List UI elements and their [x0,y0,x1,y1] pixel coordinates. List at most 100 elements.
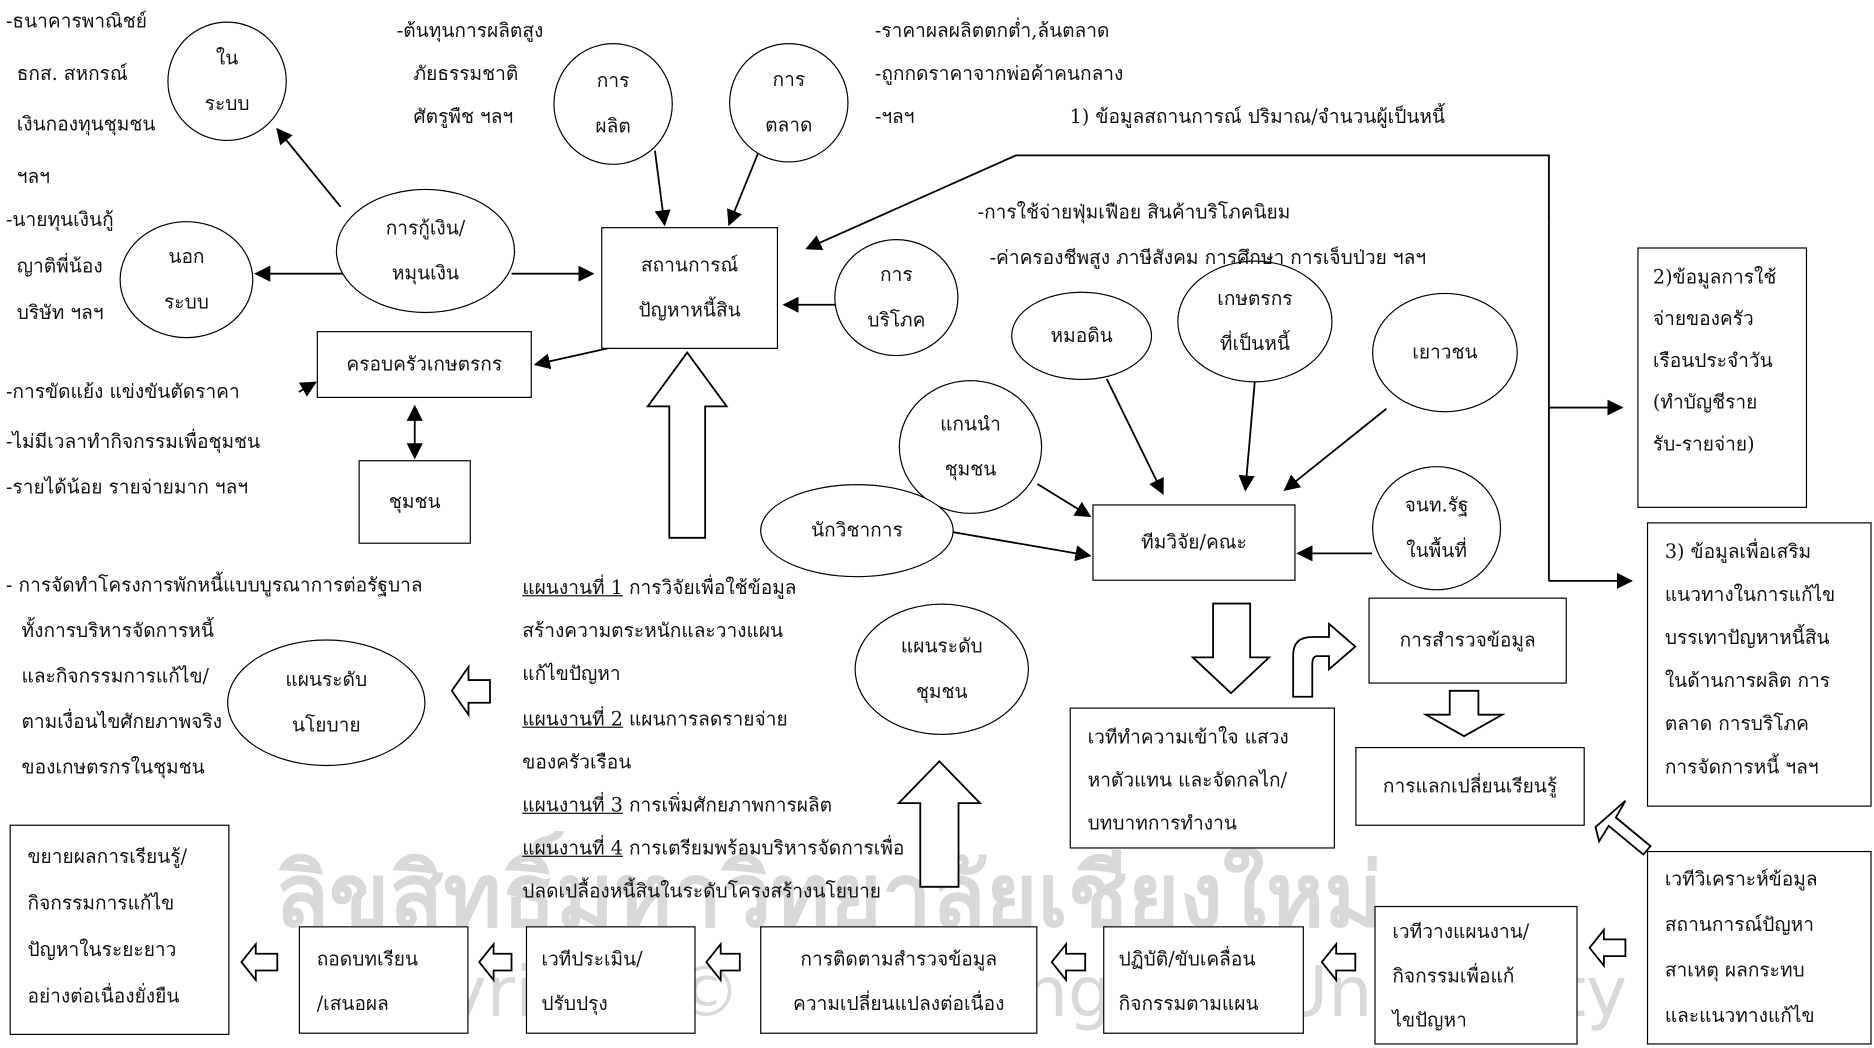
node-state-officer: จนท.รัฐ ในพื้นที่ [1372,466,1502,591]
workplan-2-text: แผนการลดรายจ่าย [622,707,788,731]
policy-note-1: - การจัดทำโครงการพักหนี้แบบบูรณาการต่อรั… [5,573,423,597]
node-community-leader: แกนนำ ชุมชน [898,380,1043,514]
node-marketing: การ ตลาด [729,43,849,163]
box-info2: 2)ข้อมูลการใช้ จ่ายของครัว เรือนประจำวัน… [1637,247,1808,508]
box-forum-understanding: เวทีทำความเข้าใจ แสวง หาตัวแทน และจัดกลไ… [1069,707,1335,849]
market-note-2: -ถูกกดราคาจากพ่อค้าคนกลาง [874,62,1124,85]
box-exchange: การแลกเปลี่ยนเรียนรู้ [1355,746,1585,826]
policy-note-3: และกิจกรรมการแก้ไข/ [21,664,209,688]
family-note-3: -รายได้น้อย รายจ่ายมาก ฯลฯ [5,475,249,499]
info3-line: ในด้านการผลิต การ [1664,669,1831,692]
arrow-academic-to-team [944,529,1092,562]
hollow-arrow-monitoring-left [705,941,741,983]
consumption-note-2: -ค่าครองชีพสูง ภาษีสังคม การศึกษา การเจ็… [989,246,1427,269]
arrow-borrow-to-in-system [276,127,342,208]
hollow-arrow-lessons-left [240,941,279,983]
workplan-4-label: แผนงานที่ 4 [522,836,623,860]
info3-line: 3) ข้อมูลเพื่อเสริม [1664,540,1812,563]
info2-line: (ทำบัญชีราย [1652,390,1758,414]
note-baac: ธกส. สหกรณ์ [16,62,128,85]
forum-analysis-line: และแนวทางแก้ไข [1664,1003,1815,1027]
arrow-production-to-problem [654,150,671,227]
node-out-system: นอก ระบบ [119,221,254,339]
info3-line: แนวทางในการแก้ไข [1664,583,1836,606]
info3-line: การจัดการหนี้ ฯลฯ [1664,755,1819,779]
node-soil-doctor: หมอดิน [1011,291,1153,381]
forum-understanding-line: เวทีทำความเข้าใจ แสวง [1087,725,1289,749]
hollow-arrow-to-community-plan [896,760,983,888]
box-forum-analysis: เวทีวิเคราะห์ข้อมูล สถานการณ์ปัญหา สาเหต… [1646,850,1872,1045]
implement-line: ปฏิบัติ/ขับเคลื่อน [1118,947,1256,971]
arrow-debtor-to-team [1238,379,1256,492]
policy-note-4: ตามเงื่อนไขศักยภาพจริง [21,709,223,733]
workplan-4: แผนงานที่ 4 การเตรียมพร้อมบริหารจัดการเพ… [522,827,904,869]
box-implement: ปฏิบัติ/ขับเคลื่อน กิจกรรมตามแผน [1103,926,1304,1034]
forum-analysis-line: เวทีวิเคราะห์ข้อมูล [1664,867,1818,891]
box-expand: ขยายผลการเรียนรู้/ กิจกรรมการแก้ไข ปัญหา… [9,824,230,1036]
market-note-3: -ฯลฯ [874,105,915,128]
note-fund: เงินกองทุนชุมชน [16,112,156,136]
forum-analysis-line: สาเหตุ ผลกระทบ [1664,958,1805,982]
node-in-system: ใน ระบบ [167,21,287,142]
arrow-family-notes [298,381,317,397]
note-company: บริษัท ฯลฯ [16,301,104,324]
implement-line: กิจกรรมตามแผน [1118,991,1259,1015]
workplan-1-text: การวิจัยเพื่อใช้ข้อมูล [622,576,797,599]
forum-understanding-line: บทบาทการทำงาน [1087,811,1237,835]
workplan-4-cont: ปลดเปลื้องหนี้สินในระดับโครงสร้างนโยบาย [522,879,882,903]
box-forum-planning: เวทีวางแผนงาน/ กิจกรรมเพื่อแก้ ไขปัญหา [1374,905,1578,1045]
box-monitoring: การติดตามสำรวจข้อมูล ความเปลี่ยนแปลงต่อเ… [760,926,1038,1034]
workplan-4-text: การเตรียมพร้อมบริหารจัดการเพื่อ [622,836,905,860]
note-lender: -นายทุนเงินกู้ [5,207,114,231]
expand-line: อย่างต่อเนื่องยั่งยืน [27,984,180,1008]
production-note-2: ภัยธรรมชาติ [413,62,519,85]
monitoring-line: ความเปลี่ยนแปลงต่อเนื่อง [793,991,1005,1015]
box-info3: 3) ข้อมูลเพื่อเสริม แนวทางในการแก้ไข บรร… [1646,522,1872,807]
arrow-soil-to-team [1105,378,1164,496]
market-note-1: -ราคาผลผลิตตกต่ำ,ล้นตลาด [874,19,1110,42]
node-youth: เยาวชน [1372,292,1518,413]
info2-line: รับ-รายจ่าย) [1652,432,1755,456]
arrow-leader-to-team [1036,483,1092,518]
forum-understanding-line: หาตัวแทน และจัดกลไก/ [1087,768,1288,792]
monitoring-line: การติดตามสำรวจข้อมูล [800,947,998,971]
workplan-1-cont: สร้างความตระหนักและวางแผน [522,619,784,642]
policy-note-5: ของเกษตรกรในชุมชน [21,755,205,779]
note-bank: -ธนาคารพาณิชย์ [5,9,147,33]
note-etc: ฯลฯ [16,164,50,188]
workplan-2: แผนงานที่ 2 แผนการลดรายจ่าย [522,698,787,740]
box-survey: การสำรวจข้อมูล [1368,597,1567,684]
arrow-marketing-to-problem [727,147,761,227]
family-note-2: -ไม่มีเวลาทำกิจกรรมเพื่อชุมชน [5,430,261,453]
forum-planning-line: เวทีวางแผนงาน/ [1392,920,1530,943]
forum-planning-line: กิจกรรมเพื่อแก้ [1392,964,1515,988]
workplan-2-cont: ของครัวเรือน [522,750,632,774]
evaluation-line: ปรับปรุง [541,991,608,1015]
evaluation-line: เวทีประเมิน/ [541,947,643,971]
production-note-3: ศัตรูพืช ฯลฯ [413,105,514,128]
info2-line: 2)ข้อมูลการใช้ [1652,265,1777,289]
expand-line: ปัญหาในระยะยาว [27,938,177,961]
workplan-1-cont: แก้ไขปัญหา [522,662,621,685]
box-lessons: ถอดบทเรียน /เสนอผล [298,926,469,1034]
info2-line: จ่ายของครัว [1652,307,1754,330]
node-production: การ ผลิต [553,43,673,165]
node-community-plan: แผนระดับ ชุมชน [854,603,1030,736]
hollow-arrow-team-down [1190,602,1272,695]
hollow-arrow-implement-left [1050,941,1087,983]
arrow-youth-to-team [1283,408,1387,492]
box-farmer-family: ครอบครัวเกษตรกร [316,331,532,398]
info3-line: บรรเทาปัญหาหนี้สิน [1664,626,1830,649]
node-debtor-farmers: เกษตรกร ที่เป็นหนี้ [1177,260,1333,383]
box-research-team: ทีมวิจัย/คณะ [1092,504,1296,581]
hollow-arrow-survey-down [1422,689,1506,738]
family-note-1: -การขัดแย้ง แข่งขันตัดราคา [5,380,240,403]
consumption-note-1: -การใช้จ่ายฟุ่มเฟือย สินค้าบริโภคนิยม [977,200,1291,224]
workplan-3-label: แผนงานที่ 3 [522,793,623,817]
hollow-arrow-plans-to-problem [646,351,729,539]
arrow-problem-to-family [533,345,616,370]
arrow-info1-loop [805,154,1550,251]
box-evaluation: เวทีประเมิน/ ปรับปรุง [525,926,696,1034]
workplan-1-label: แผนงานที่ 1 [522,576,623,599]
info1-text: 1) ข้อมูลสถานการณ์ ปริมาณ/จำนวนผู้เป็นหน… [1069,105,1446,128]
